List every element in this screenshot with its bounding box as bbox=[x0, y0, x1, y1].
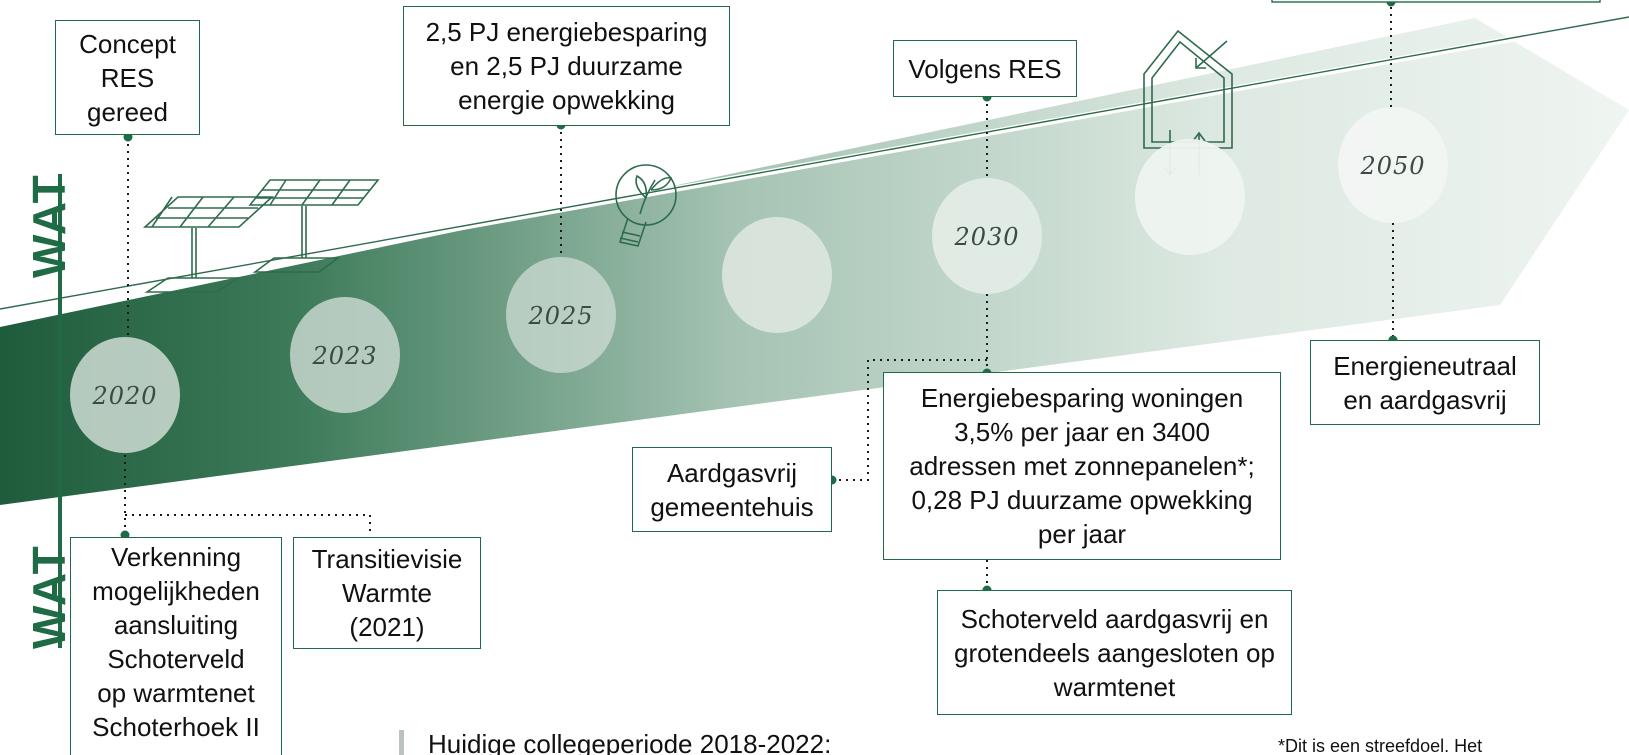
solar-panels-icon bbox=[142, 179, 380, 293]
box-text-line: en aardgasvrij bbox=[1343, 384, 1507, 415]
box-text-line: per jaar bbox=[1037, 519, 1127, 549]
box-text-line: Aardgasvrij bbox=[666, 457, 798, 488]
box-text-line: Verkenning bbox=[110, 542, 242, 572]
year-label-2030: 2030 bbox=[953, 223, 1019, 251]
year-circle-2023: 2023 bbox=[290, 297, 400, 413]
year-circle-2025: 2025 bbox=[506, 257, 616, 373]
box-text-line: Warmte bbox=[341, 578, 433, 608]
box-text-line: mogelijkheden bbox=[92, 576, 260, 606]
year-circle-2020: 2020 bbox=[70, 337, 180, 453]
box-text-line: (2021) bbox=[349, 612, 425, 642]
year-circle-2050: 2050 bbox=[1338, 107, 1448, 223]
box-pj-2025: 2,5 PJ energiebesparing en 2,5 PJ duurzam… bbox=[403, 6, 730, 126]
side-label-bottom: WAT bbox=[23, 544, 75, 649]
box-text-line: 0,28 PJ duurzame opwekking bbox=[911, 485, 1253, 515]
year-circle-2030: 2030 bbox=[932, 178, 1042, 294]
box-text-line: Schoterveld bbox=[107, 644, 245, 674]
box-text-line: Schoterhoek II bbox=[92, 712, 260, 742]
box-text-line: 2,5 PJ energiebesparing bbox=[425, 17, 708, 47]
box-text-line: RES bbox=[100, 62, 155, 93]
box-text-line: Transitievisie bbox=[311, 544, 463, 574]
year-label-2050: 2050 bbox=[1359, 152, 1425, 180]
box-text-line: gereed bbox=[87, 96, 168, 127]
box-text-line: warmtenet bbox=[1053, 671, 1176, 702]
lightbulb-plant-icon bbox=[615, 164, 677, 247]
box-energiebesparing: Energiebesparing woningen 3,5% per jaar e… bbox=[883, 372, 1281, 560]
box-text-line: Energiebesparing woningen bbox=[920, 383, 1244, 413]
college-period-note: Huidige collegeperiode 2018-2022: bbox=[428, 729, 832, 755]
box-volgens-res: Volgens RES bbox=[893, 40, 1077, 97]
side-label-top: WAT bbox=[23, 173, 75, 278]
note-marker bbox=[399, 730, 404, 755]
box-text-line: grotendeels aangesloten op bbox=[954, 637, 1275, 668]
year-circle-blank-2 bbox=[1135, 139, 1245, 255]
year-label-2023: 2023 bbox=[311, 342, 377, 370]
box-text-line: Concept bbox=[79, 28, 176, 59]
connectors bbox=[124, 0, 1394, 590]
box-text-line: aansluiting bbox=[113, 610, 239, 640]
box-text-line: en 2,5 PJ duurzame bbox=[450, 51, 683, 81]
box-text-line: op warmtenet bbox=[97, 678, 255, 708]
top-partial-box bbox=[1271, 0, 1601, 3]
box-text-line: Schoterveld aardgasvrij en bbox=[960, 603, 1269, 634]
box-text-line: Volgens RES bbox=[908, 53, 1062, 84]
box-text-line: Energieneutraal bbox=[1333, 350, 1517, 381]
year-label-2025: 2025 bbox=[527, 302, 593, 330]
year-circle-blank bbox=[722, 217, 832, 333]
year-label-2020: 2020 bbox=[91, 382, 157, 410]
arrow-separator-line bbox=[0, 15, 1629, 313]
box-text-line: 3,5% per jaar en 3400 bbox=[954, 417, 1210, 447]
box-text-line: adressen met zonnepanelen*; bbox=[909, 451, 1255, 481]
box-text-line: energie opwekking bbox=[458, 85, 675, 115]
box-text-line: gemeentehuis bbox=[650, 491, 814, 522]
footnote: *Dit is een streefdoel. Het bbox=[1278, 736, 1483, 755]
